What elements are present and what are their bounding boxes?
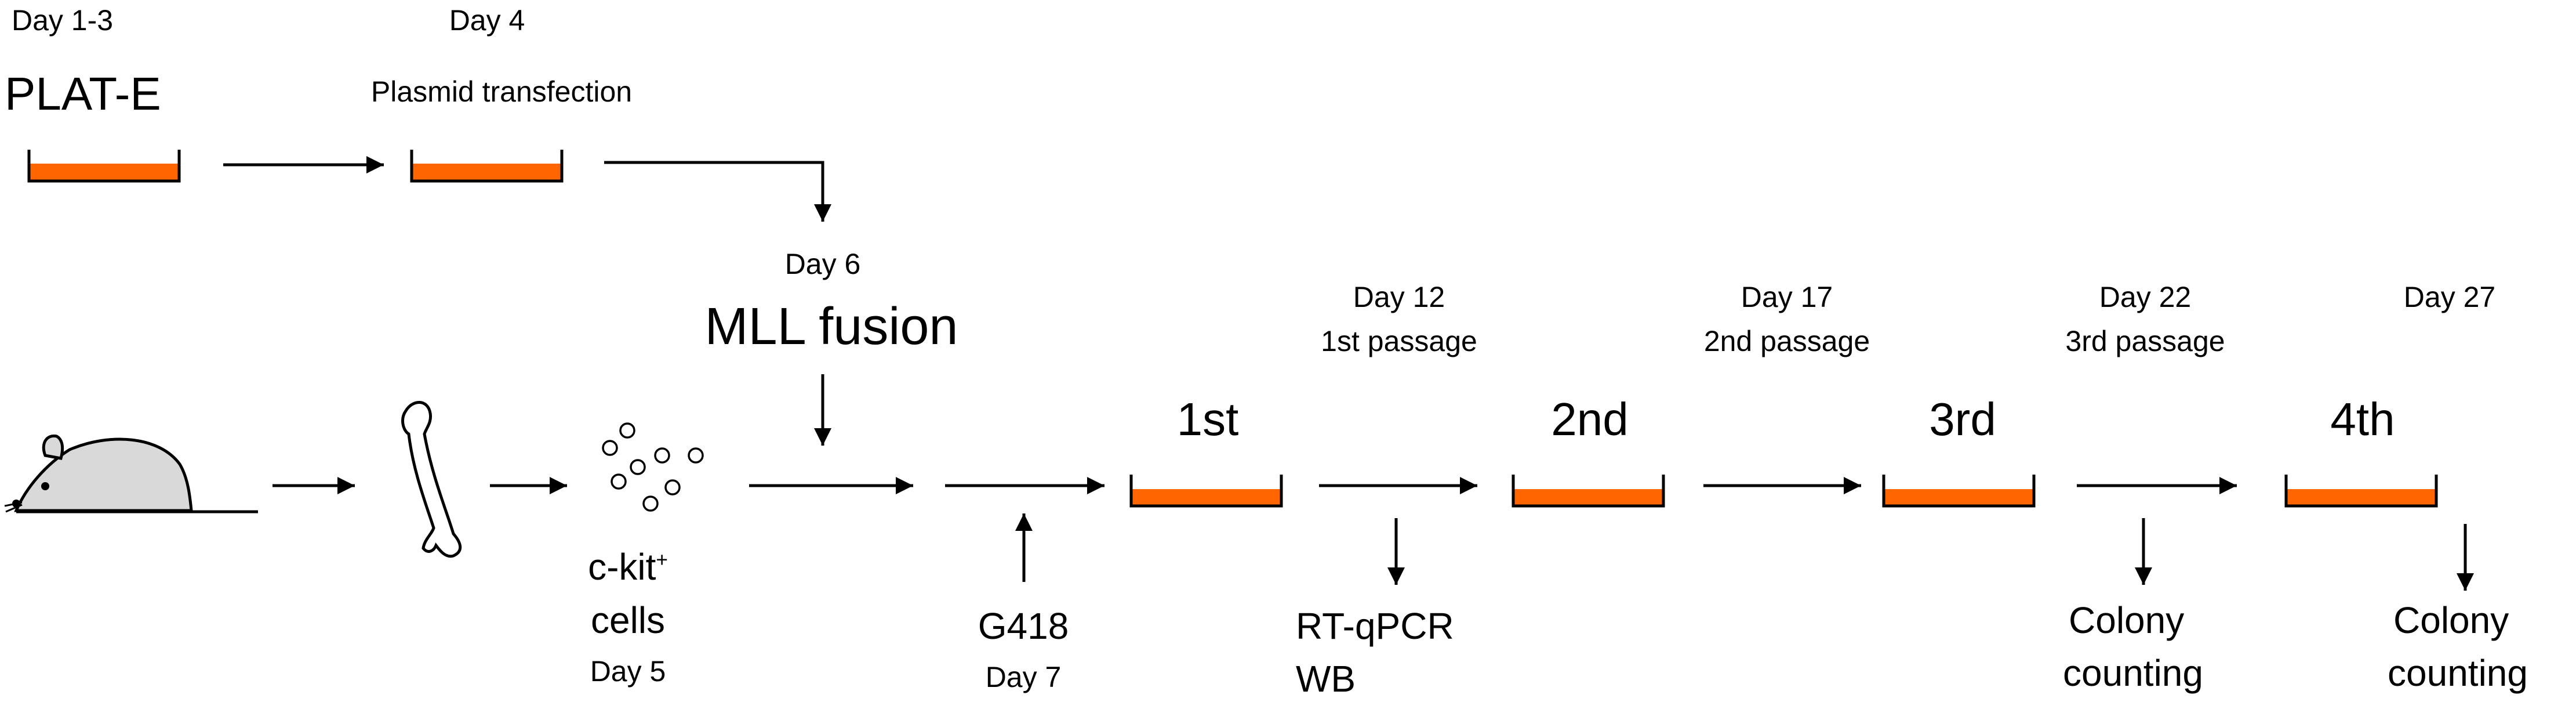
femur-bone-icon [401,401,462,558]
plate-3rd-label: 3rd [1929,393,1996,445]
ckit-label: c-kit+ [588,546,668,588]
passage-2-label: 2nd passage [1703,325,1870,357]
culture-dish-icon [1882,475,2036,508]
transfection-label: Plasmid transfection [370,75,633,108]
rtqpcr-label: RT-qPCR [1296,605,1454,647]
culture-dish-icon [1512,475,1665,508]
day-17-label: Day 17 [1741,281,1833,313]
arrow-icon [604,161,831,222]
plate-2nd-label: 2nd [1551,393,1629,445]
day-1-3-label: Day 1-3 [12,4,114,37]
g418-label: G418 [978,605,1069,647]
plat-e-label: PLAT-E [5,68,161,120]
day-27-label: Day 27 [2403,281,2496,313]
day-5-label: Day 5 [590,655,666,688]
arrows [223,156,2474,591]
day-7-label: Day 7 [985,661,1062,693]
wb-label: WB [1296,658,1356,700]
day-4-label: Day 4 [449,4,525,37]
plate-4th-label: 4th [2330,393,2395,445]
cells-icon [602,422,704,512]
culture-dish-icon [27,150,181,183]
cells-label: cells [590,599,666,641]
day-22-label: Day 22 [2099,281,2192,313]
plate-1st-label: 1st [1176,393,1239,445]
passage-1-label: 1st passage [1321,325,1477,357]
culture-dish-icon [1129,475,1283,508]
culture-dish-icon [2284,475,2438,508]
colony-counting-2-line1: Colony [2393,599,2509,641]
culture-dish-icon [410,150,564,183]
colony-counting-1-line2: counting [2063,652,2203,694]
passage-3-label: 3rd passage [2065,325,2225,357]
colony-counting-2-line2: counting [2388,652,2528,694]
day-6-label: Day 6 [784,248,861,280]
day-12-label: Day 12 [1353,281,1445,313]
mouse-icon [4,434,258,513]
mll-fusion-label: MLL fusion [704,298,958,356]
colony-counting-1-line1: Colony [2069,599,2185,641]
